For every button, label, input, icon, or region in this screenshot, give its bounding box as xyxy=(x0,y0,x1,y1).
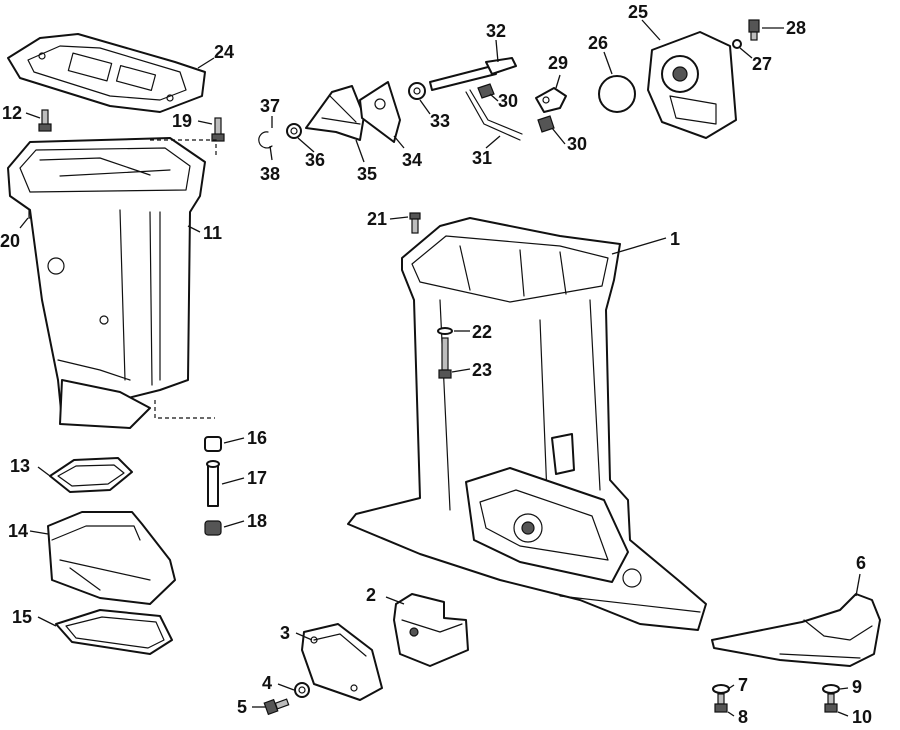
part-34-plate xyxy=(359,81,401,143)
callout-25: 25 xyxy=(628,2,648,22)
part-21-bolt xyxy=(409,212,421,234)
callout-28: 28 xyxy=(786,18,806,38)
part-31-rod xyxy=(465,89,523,141)
part-3-cover xyxy=(301,623,383,701)
part-35-lever xyxy=(305,85,365,141)
part-16-bushing xyxy=(204,436,222,452)
part-9-washer xyxy=(822,684,840,694)
part-27-washer xyxy=(732,39,742,49)
callout-30-lower: 30 xyxy=(567,134,587,154)
callout-3: 3 xyxy=(280,623,290,643)
part-12-bolt xyxy=(38,109,52,132)
callout-5: 5 xyxy=(237,697,247,717)
callout-15: 15 xyxy=(12,607,32,627)
callout-22: 22 xyxy=(472,322,492,342)
part-33-washer xyxy=(408,82,426,100)
callout-6: 6 xyxy=(856,553,866,573)
callout-14: 14 xyxy=(8,521,28,541)
callout-1: 1 xyxy=(670,229,680,249)
part-32-shaft xyxy=(429,57,517,91)
callout-32: 32 xyxy=(486,21,506,41)
part-2-mount xyxy=(393,593,469,667)
leader-lines xyxy=(19,19,861,717)
callout-21: 21 xyxy=(367,209,387,229)
callout-8: 8 xyxy=(738,707,748,727)
part-11-exhaust-housing xyxy=(7,137,217,429)
callout-13: 13 xyxy=(10,456,30,476)
callout-26: 26 xyxy=(588,33,608,53)
callout-36: 36 xyxy=(305,150,325,170)
callout-16: 16 xyxy=(247,428,267,448)
part-18-bushing xyxy=(204,520,222,536)
part-30-clip-lower xyxy=(537,115,555,133)
callout-33: 33 xyxy=(430,111,450,131)
callout-34: 34 xyxy=(402,150,422,170)
callout-20: 20 xyxy=(0,231,20,251)
part-13-seal xyxy=(49,457,133,493)
part-1-driveshaft-housing xyxy=(347,217,707,631)
callout-2: 2 xyxy=(366,585,376,605)
part-25-water-pump xyxy=(647,31,737,139)
part-26-o-ring xyxy=(598,75,636,113)
callout-labels: 1 2 3 4 5 6 7 8 9 10 11 12 13 14 15 16 1… xyxy=(0,2,872,727)
callout-35: 35 xyxy=(357,164,377,184)
part-24-gasket-plate xyxy=(7,33,206,113)
part-36-washer xyxy=(286,123,302,139)
callout-17: 17 xyxy=(247,468,267,488)
part-15-gasket xyxy=(55,609,173,655)
part-10-bolt xyxy=(824,693,838,713)
callout-12: 12 xyxy=(2,103,22,123)
callout-9: 9 xyxy=(852,677,862,697)
part-28-screw xyxy=(748,19,760,41)
part-19-bolt xyxy=(211,117,225,142)
part-7-washer xyxy=(712,684,730,694)
callout-29: 29 xyxy=(548,53,568,73)
callout-24: 24 xyxy=(214,42,234,62)
part-6-plate xyxy=(711,593,881,667)
callout-18: 18 xyxy=(247,511,267,531)
callout-31: 31 xyxy=(472,148,492,168)
callout-19: 19 xyxy=(172,111,192,131)
callout-37: 37 xyxy=(260,96,280,116)
part-38-clip xyxy=(258,131,273,149)
part-23-bolt xyxy=(438,337,452,379)
part-8-bolt xyxy=(714,693,728,713)
part-29-link xyxy=(535,87,567,113)
callout-7: 7 xyxy=(738,675,748,695)
part-4-washer xyxy=(294,682,310,698)
callout-23: 23 xyxy=(472,360,492,380)
part-14-adapter xyxy=(47,511,176,605)
part-5-bolt xyxy=(263,698,290,716)
callout-38: 38 xyxy=(260,164,280,184)
callout-27: 27 xyxy=(752,54,772,74)
part-22-washer xyxy=(437,327,453,335)
callout-10: 10 xyxy=(852,707,872,727)
part-17-tube xyxy=(206,460,220,507)
callout-11: 11 xyxy=(203,223,222,243)
callout-4: 4 xyxy=(262,673,272,693)
callout-30-upper: 30 xyxy=(498,91,518,111)
